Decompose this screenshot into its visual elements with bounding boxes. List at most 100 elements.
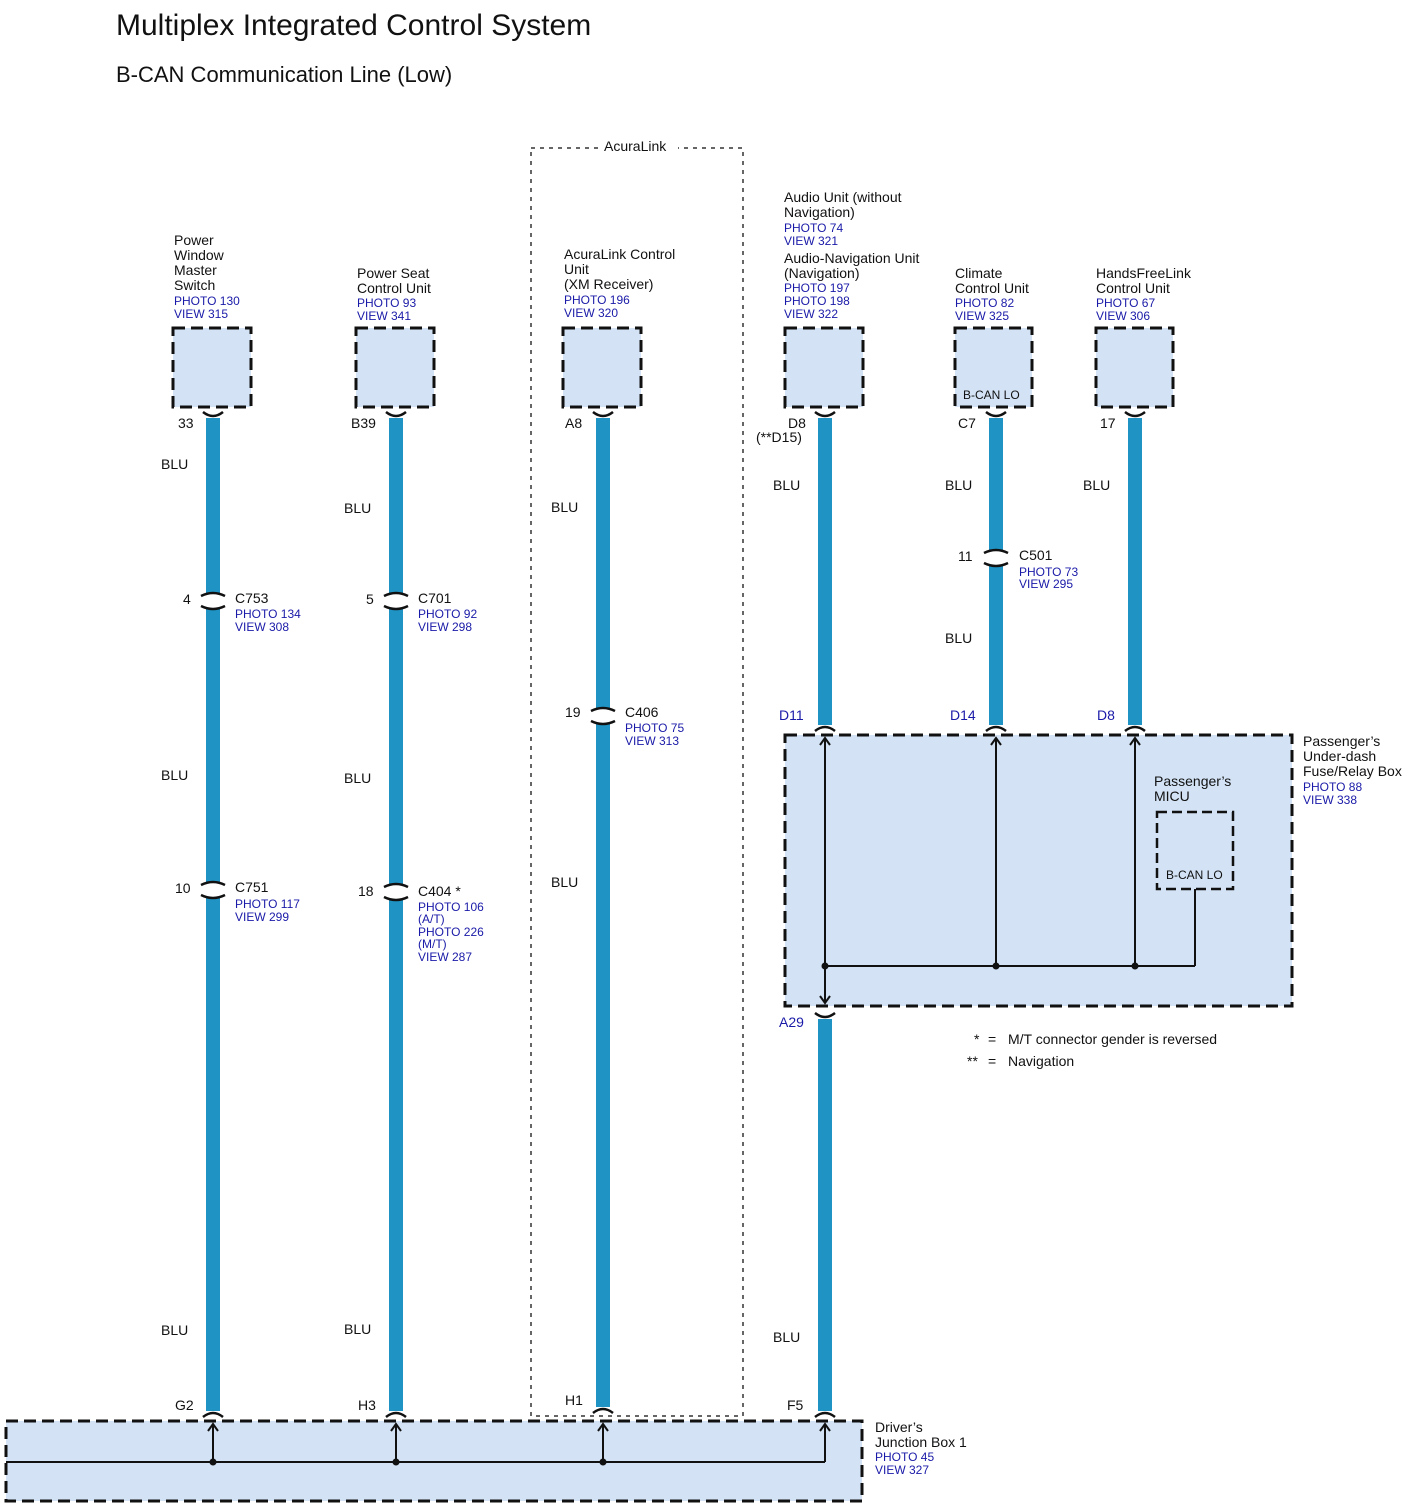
connector-c404-at: (A/T)	[418, 912, 445, 926]
pin-label: 10	[175, 880, 191, 896]
climate-unit-box	[953, 326, 1034, 409]
handsfree-name-1: HandsFreeLink	[1096, 265, 1192, 281]
connector-c404-photo-at: PHOTO 106	[418, 900, 484, 914]
acuralink-name-2: Unit	[564, 261, 589, 277]
climate-name-1: Climate	[955, 265, 1003, 281]
handsfree-view: VIEW 306	[1096, 309, 1150, 323]
power-window-name-1: Power	[174, 232, 214, 248]
pin-label: A8	[565, 415, 582, 431]
power-seat-unit-box	[354, 326, 436, 409]
passenger-fuse-box-view: VIEW 338	[1303, 793, 1357, 807]
notes: * = M/T connector gender is reversed ** …	[967, 1031, 1217, 1069]
power-window-circuit: Power Window Master Switch PHOTO 130 VIE…	[161, 232, 301, 1419]
passenger-fuse-box-name-3: Fuse/Relay Box	[1303, 763, 1402, 779]
climate-name-2: Control Unit	[955, 280, 1029, 296]
note-text: M/T connector gender is reversed	[1008, 1031, 1217, 1047]
audio-nav-view: VIEW 322	[784, 307, 838, 321]
pin-label: H3	[358, 1397, 376, 1413]
pin-label: 19	[565, 704, 581, 720]
connector-c751-view: VIEW 299	[235, 910, 289, 924]
wire-color-label: BLU	[773, 1329, 800, 1345]
power-window-name-3: Master	[174, 262, 217, 278]
connector-c701-view: VIEW 298	[418, 620, 472, 634]
climate-view: VIEW 325	[955, 309, 1009, 323]
acuralink-circuit: AcuraLink Control Unit (XM Receiver) PHO…	[551, 246, 684, 1415]
connector-c701-label: C701	[418, 590, 452, 606]
acuralink-name-3: (XM Receiver)	[564, 276, 653, 292]
pin-label: 5	[366, 591, 374, 607]
drivers-junction-box-view: VIEW 327	[875, 1463, 929, 1477]
audio-unit-name-2: Navigation)	[784, 204, 855, 220]
connector-c404-label: C404 *	[418, 883, 461, 899]
pin-label: D11	[779, 707, 804, 723]
connector-c404-photo-mt: PHOTO 226	[418, 925, 484, 939]
connector-c404-view: VIEW 287	[418, 950, 472, 964]
audio-nav-name-1: Audio-Navigation Unit	[784, 250, 920, 266]
climate-inner-label: B-CAN LO	[963, 388, 1020, 402]
power-window-name-2: Window	[174, 247, 225, 263]
power-seat-circuit: Power Seat Control Unit PHOTO 93 VIEW 34…	[344, 265, 484, 1419]
wire-color-label: BLU	[773, 477, 800, 493]
micu-box	[1155, 810, 1235, 891]
pin-label: D14	[950, 707, 976, 723]
connector-c406-photo: PHOTO 75	[625, 721, 684, 735]
pin-label: 33	[178, 415, 194, 431]
drivers-junction-box-name-2: Junction Box 1	[875, 1434, 967, 1450]
connector-c501-photo: PHOTO 73	[1019, 565, 1078, 579]
connector-c406-label: C406	[625, 704, 659, 720]
wire-color-label: BLU	[551, 874, 578, 890]
audio-nav-name-2: (Navigation)	[784, 265, 859, 281]
pin-label-alt: (**D15)	[756, 429, 802, 445]
note-symbol: *	[974, 1031, 980, 1047]
connector-c751-photo: PHOTO 117	[235, 897, 300, 911]
connector-c701-photo: PHOTO 92	[418, 607, 477, 621]
wire-color-label: BLU	[161, 456, 188, 472]
audio-circuit: Audio Unit (without Navigation) PHOTO 74…	[756, 189, 920, 1419]
connector-c753-photo: PHOTO 134	[235, 607, 301, 621]
passenger-fuse-box-photo: PHOTO 88	[1303, 780, 1362, 794]
power-window-name-4: Switch	[174, 277, 215, 293]
wire-color-label: BLU	[1083, 477, 1110, 493]
power-window-view: VIEW 315	[174, 307, 228, 321]
micu-name-2: MICU	[1154, 788, 1190, 804]
power-seat-view: VIEW 341	[357, 309, 411, 323]
connector-c501-view: VIEW 295	[1019, 577, 1073, 591]
climate-circuit: Climate Control Unit PHOTO 82 VIEW 325 B…	[945, 265, 1078, 733]
page-title: Multiplex Integrated Control System	[116, 9, 591, 42]
power-seat-name-1: Power Seat	[357, 265, 429, 281]
pin-label: 17	[1100, 415, 1116, 431]
pin-label: 11	[958, 548, 973, 564]
pin-label: 4	[183, 591, 191, 607]
connector-c751-label: C751	[235, 879, 269, 895]
micu-inner-label: B-CAN LO	[1166, 868, 1223, 882]
acuralink-group-border	[530, 147, 744, 1417]
acuralink-name-1: AcuraLink Control	[564, 246, 675, 262]
note-symbol: **	[967, 1053, 978, 1069]
audio-nav-photo-1: PHOTO 197	[784, 281, 850, 295]
power-window-photo: PHOTO 130	[174, 294, 240, 308]
pin-label: A29	[779, 1014, 804, 1030]
wire-color-label: BLU	[161, 1322, 188, 1338]
passenger-fuse-box-name-2: Under-dash	[1303, 748, 1376, 764]
audio-unit-photo: PHOTO 74	[784, 221, 843, 235]
acuralink-group-label: AcuraLink	[604, 138, 667, 154]
pin-label: G2	[175, 1397, 194, 1413]
page-subtitle: B-CAN Communication Line (Low)	[116, 62, 452, 87]
audio-unit-box	[783, 326, 865, 409]
wire-color-label: BLU	[344, 1321, 371, 1337]
wire-color-label: BLU	[551, 499, 578, 515]
connector-c501-label: C501	[1019, 547, 1053, 563]
climate-photo: PHOTO 82	[955, 296, 1014, 310]
acuralink-group: AcuraLink	[530, 138, 744, 1417]
power-window-switch-box	[171, 326, 253, 409]
connector-c753-label: C753	[235, 590, 269, 606]
passenger-fuse-box-name-1: Passenger’s	[1303, 733, 1380, 749]
handsfree-name-2: Control Unit	[1096, 280, 1170, 296]
drivers-junction-box-name-1: Driver’s	[875, 1419, 923, 1435]
pin-label: D8	[1097, 707, 1115, 723]
connector-c753-view: VIEW 308	[235, 620, 289, 634]
note-text: Navigation	[1008, 1053, 1074, 1069]
wire-color-label: BLU	[945, 477, 972, 493]
drivers-junction-box-photo: PHOTO 45	[875, 1450, 934, 1464]
